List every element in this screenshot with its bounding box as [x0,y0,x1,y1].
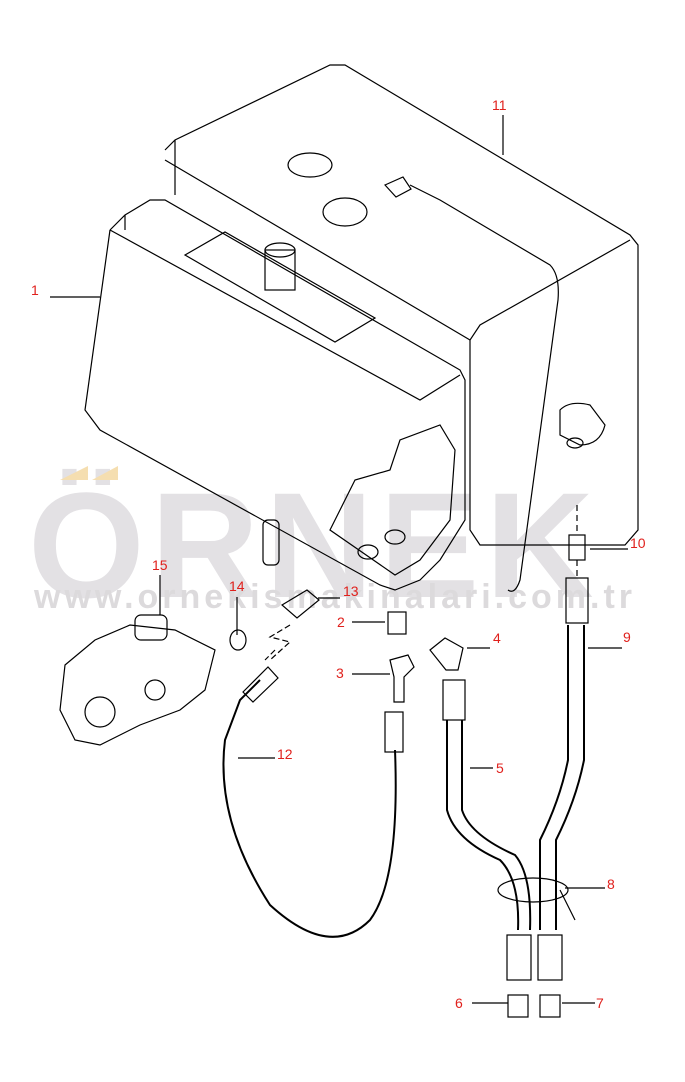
callout-5: 5 [496,760,504,776]
callout-10: 10 [630,535,646,551]
callout-14: 14 [229,578,245,594]
callout-13: 13 [343,583,359,599]
callout-6: 6 [455,995,463,1011]
o-ring [229,629,247,651]
clamp-8 [497,877,569,903]
pump [59,614,216,746]
callout-12: 12 [277,746,293,762]
callout-1: 1 [31,282,39,298]
watermark-url: www.ornekismakinalari.com.tr [34,578,637,616]
elbow-fitting-13 [280,589,320,619]
callout-9: 9 [623,629,631,645]
hose-9 [539,625,585,930]
watermark-accent [92,466,118,480]
fitting-2 [387,611,407,635]
tank-rear [164,64,639,592]
callout-11: 11 [492,97,507,113]
callout-7: 7 [596,995,604,1011]
callout-8: 8 [607,876,615,892]
tee-fitting-3 [389,654,415,703]
plug-7 [539,994,561,1018]
elbow-fitting-4 [429,637,464,671]
watermark-accent [60,466,88,480]
callout-15: 15 [152,557,168,573]
hose-5 [446,720,532,931]
tank-front [84,199,466,591]
plug-6 [507,994,529,1018]
callout-2: 2 [337,614,345,630]
hose-12 [222,666,404,938]
callout-4: 4 [493,630,501,646]
leader-lines [50,115,628,1004]
fitting-10 [568,534,586,561]
callout-3: 3 [336,665,344,681]
